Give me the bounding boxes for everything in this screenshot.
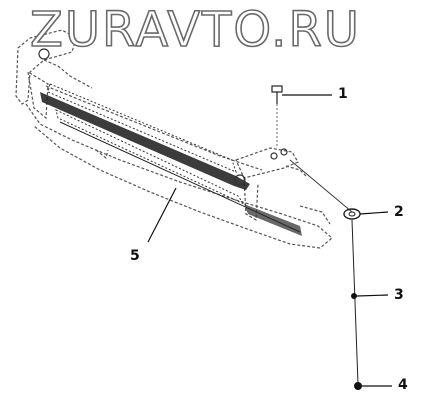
- lock-washer-part-3: [351, 293, 357, 299]
- callout-3: 3: [394, 287, 404, 303]
- nut-part-4: [354, 382, 362, 390]
- callout-4: 4: [398, 377, 408, 393]
- leader-line-2: [359, 211, 389, 215]
- bolt-part-1: [271, 85, 283, 146]
- step-tread: [40, 83, 302, 236]
- leader-line-5: [147, 187, 177, 243]
- callout-1: 1: [338, 86, 348, 102]
- hardware-stack: [289, 159, 362, 390]
- washer-part-2: [343, 208, 361, 220]
- callout-2: 2: [394, 204, 404, 220]
- callout-5: 5: [130, 248, 140, 264]
- watermark-text: ZURAVTO.RU: [29, 2, 361, 58]
- step-assembly: [15, 29, 333, 249]
- leader-line-3: [356, 294, 389, 297]
- leader-lines: [147, 94, 392, 387]
- mounting-holes: [38, 48, 288, 186]
